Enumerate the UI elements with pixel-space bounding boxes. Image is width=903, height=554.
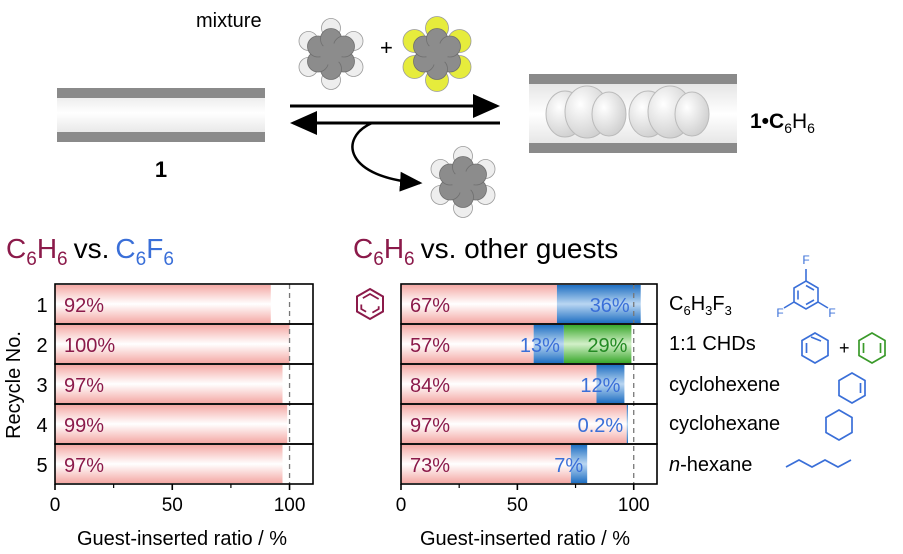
category-label: 1 <box>36 295 47 317</box>
bar-label-guest: 12% <box>580 375 620 397</box>
bar-recycle-4 <box>55 405 288 443</box>
category-label: 3 <box>36 375 47 397</box>
bar-label-guest: 36% <box>590 295 630 317</box>
fluorine-label-right: F <box>828 306 835 320</box>
bar-label-c6h6: 67% <box>410 295 450 317</box>
bar-recycle-5 <box>55 445 283 483</box>
cyclohexene-icon <box>838 372 866 404</box>
release-arrow <box>351 121 423 192</box>
trifluorobenzene-structure-icon <box>783 269 829 310</box>
chart-left-xlabel: Guest-inserted ratio / % <box>77 528 287 550</box>
complex-tube <box>529 74 737 153</box>
bar-guest-segment <box>563 325 632 363</box>
bar-recycle-3 <box>55 365 283 403</box>
guest-label-cyclohexene: cyclohexene <box>669 374 780 396</box>
hexafluorobenzene-molecule-icon <box>402 16 472 92</box>
category-label: 2 <box>36 335 47 357</box>
carbon-core <box>320 43 342 65</box>
bar-label: 99% <box>64 415 104 437</box>
host-tube <box>57 88 265 142</box>
bar-label-guest: 0.2% <box>578 415 624 437</box>
bar-c6h6 <box>401 285 557 323</box>
bar-label-c6h6: 97% <box>410 415 450 437</box>
bar-recycle-2 <box>55 325 290 363</box>
bar-c6h6 <box>401 445 571 483</box>
guest-benzene-right <box>628 85 710 139</box>
chds-plus-sign: + <box>839 338 850 358</box>
guest-label-chds: 1:1 CHDs <box>669 333 756 355</box>
bar-label: 97% <box>64 455 104 477</box>
chart-left-ylabel: Recycle No. <box>3 331 25 439</box>
plus-sign: + <box>380 35 393 60</box>
complex-label: 1•C6H6 <box>750 110 815 136</box>
guest-benzene-left <box>545 85 627 139</box>
reaction-scheme: 1 mixture + 1•C6 <box>57 10 815 218</box>
guest-label-hexane: n-hexane <box>669 454 752 476</box>
bar-recycle-1 <box>55 285 271 323</box>
fluorine-label-left: F <box>776 306 783 320</box>
cyclohexadiene-blue-icon <box>801 332 829 364</box>
cyclohexane-icon <box>825 409 853 441</box>
bar-guest-segment <box>556 285 641 323</box>
category-label: 4 <box>36 415 47 437</box>
left-tick-label: 50 <box>162 495 183 516</box>
right-tick-label: 50 <box>507 495 528 516</box>
bar-c6h6 <box>401 405 627 443</box>
left-row-frame <box>54 443 314 485</box>
right-tick-label: 100 <box>618 495 650 516</box>
bar-label: 100% <box>64 335 115 357</box>
carbon-core <box>426 43 448 65</box>
bar-label-guest: 7% <box>554 455 583 477</box>
right-row-frame <box>400 443 658 485</box>
bar-guest-segment <box>596 365 625 403</box>
carbon-core <box>452 171 474 193</box>
guest-label-cyclohexane: cyclohexane <box>669 413 780 435</box>
guest-label-c6h3f3: C6H3F3 <box>669 293 732 318</box>
benzene-molecule-icon <box>298 18 364 90</box>
bar-c6h6 <box>401 365 597 403</box>
bar-guest-segment <box>533 325 564 363</box>
bar-guest-segment <box>570 445 588 483</box>
cyclohexadiene-green-icon <box>858 332 886 364</box>
bar-label-c6h6: 73% <box>410 455 450 477</box>
bar-label: 92% <box>64 295 104 317</box>
host-label: 1 <box>155 157 167 182</box>
bar-guest-segment <box>626 405 628 443</box>
bar-label-guest: 29% <box>587 335 627 357</box>
mixture-label: mixture <box>196 10 262 32</box>
bar-label-c6h6: 84% <box>410 375 450 397</box>
benzene-ring-icon <box>356 287 384 321</box>
fluorine-label-top: F <box>802 253 809 267</box>
category-label: 5 <box>36 455 47 477</box>
bar-label-c6h6: 57% <box>410 335 450 357</box>
bar-label-guest: 13% <box>520 335 560 357</box>
left-tick-label: 0 <box>50 495 61 516</box>
left-tick-label: 100 <box>274 495 306 516</box>
bar-label: 97% <box>64 375 104 397</box>
bar-c6h6 <box>401 325 534 363</box>
chart-right-xlabel: Guest-inserted ratio / % <box>420 528 630 550</box>
released-benzene-icon <box>430 146 496 218</box>
right-tick-label: 0 <box>396 495 407 516</box>
hexane-chain-icon <box>785 459 852 468</box>
